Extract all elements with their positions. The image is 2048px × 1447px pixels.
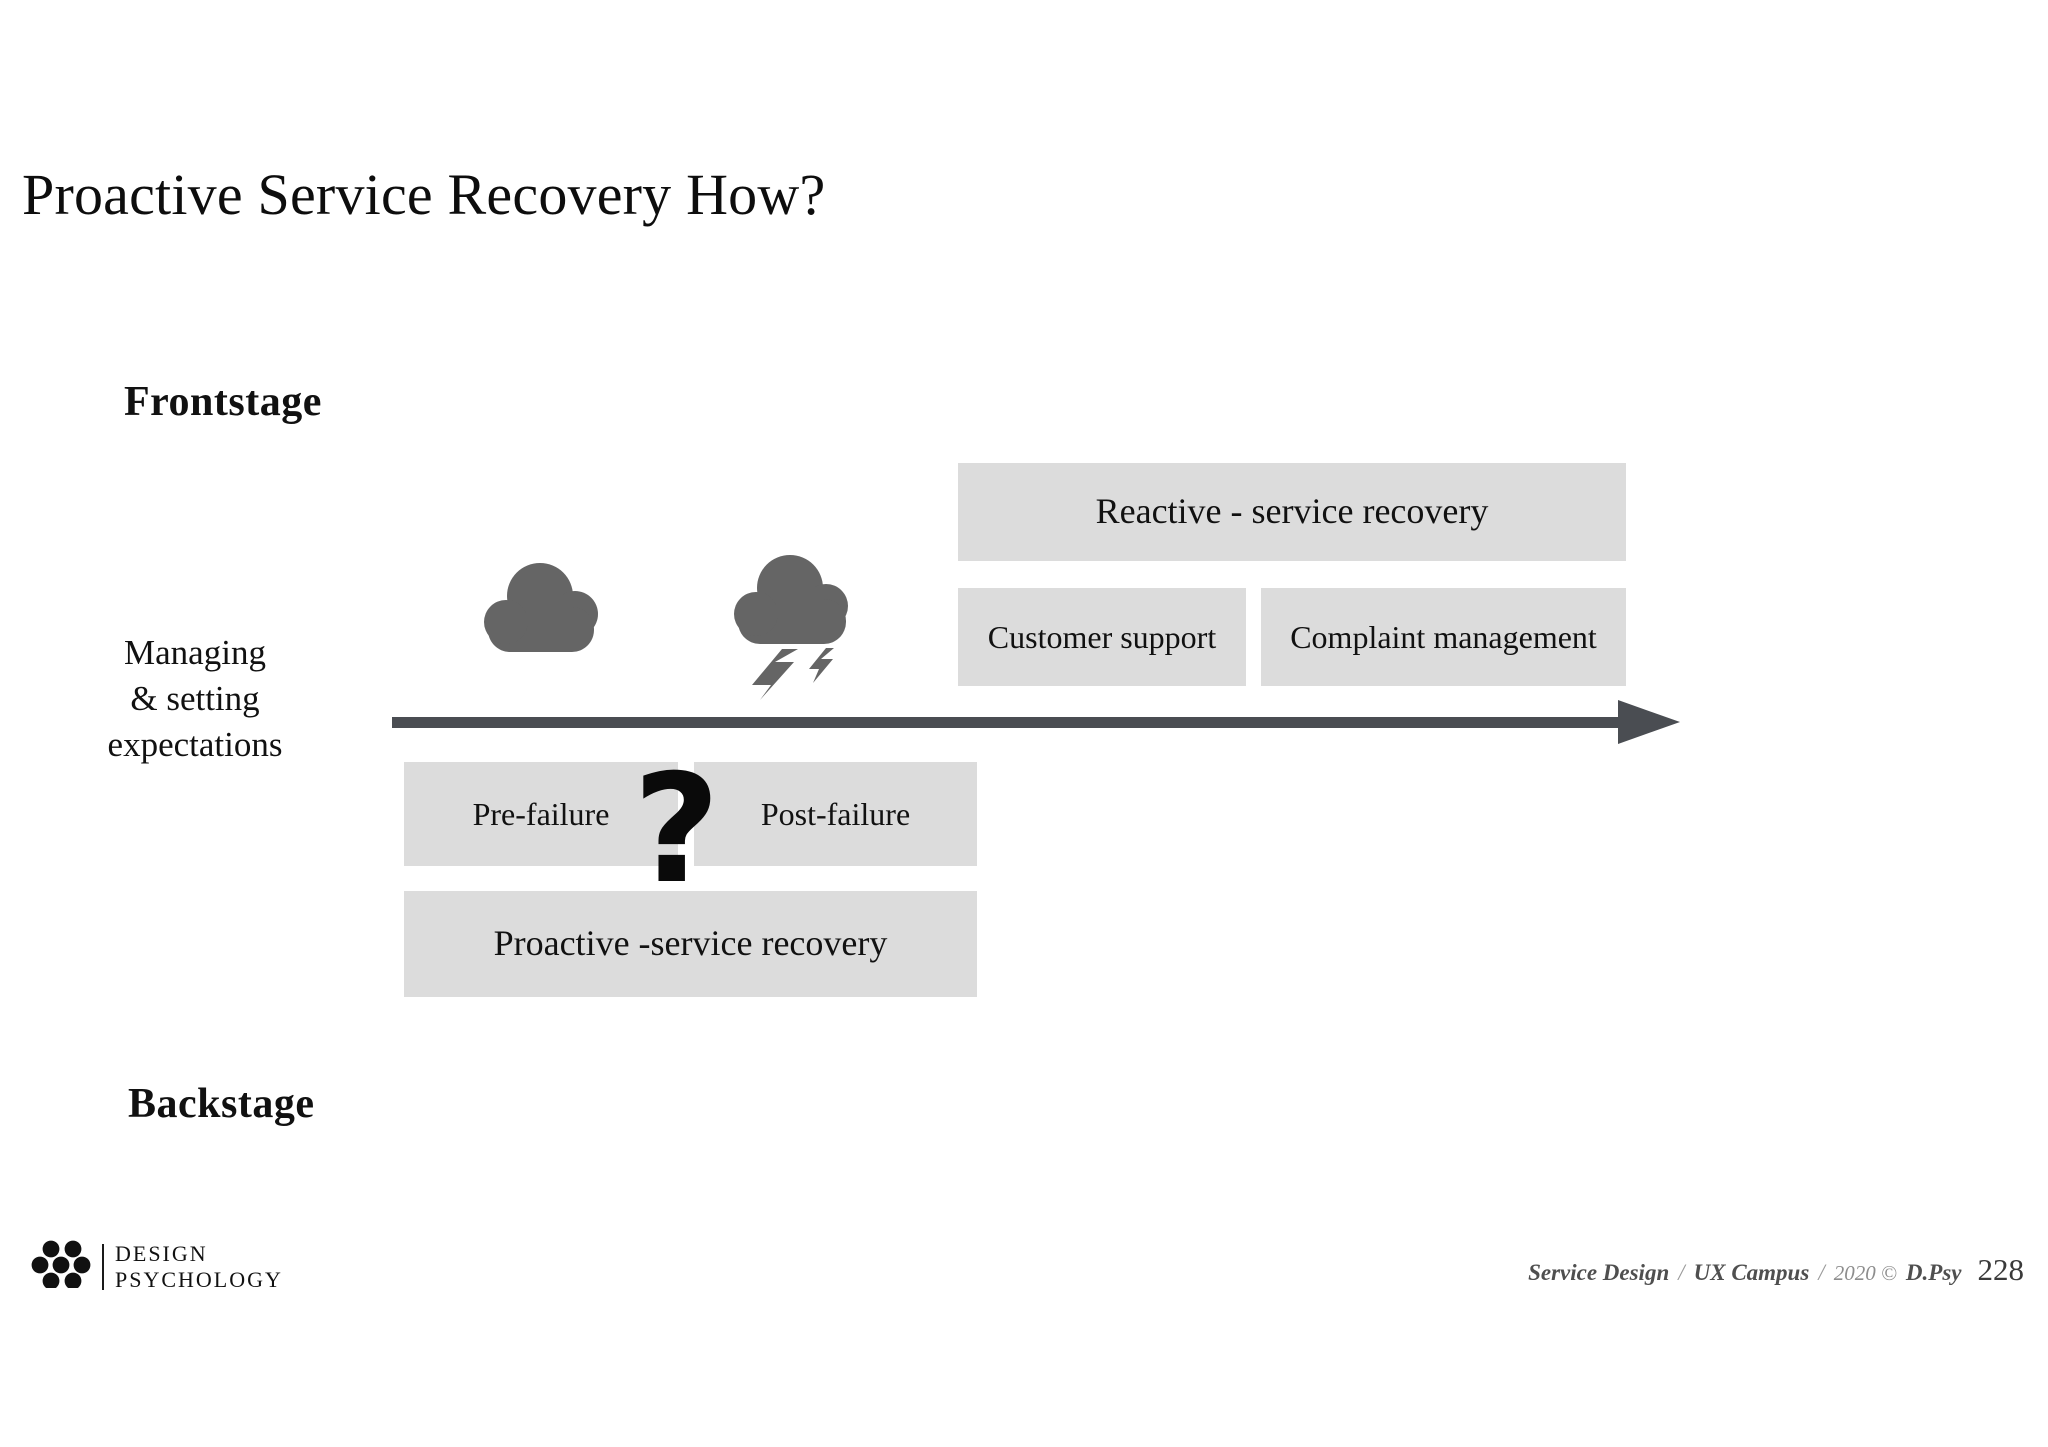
managing-expectations-note: Managing & setting expectations: [70, 630, 320, 769]
backstage-label: Backstage: [128, 1081, 315, 1127]
brand-logo: DESIGN PSYCHOLOGY: [30, 1240, 283, 1293]
box-pre-failure[interactable]: Pre-failure: [404, 762, 678, 866]
footer-campus: UX Campus: [1693, 1260, 1810, 1285]
box-proactive-service-recovery[interactable]: Proactive -service recovery: [404, 891, 977, 997]
footer-separator-1: /: [1678, 1260, 1685, 1285]
cloud-icon: [478, 560, 602, 657]
frontstage-label: Frontstage: [124, 379, 322, 425]
storm-cloud-icon: [730, 552, 862, 705]
footer-course: Service Design: [1528, 1260, 1670, 1285]
box-reactive-service-recovery[interactable]: Reactive - service recovery: [958, 463, 1626, 561]
logo-wordmark: DESIGN PSYCHOLOGY: [115, 1241, 283, 1291]
footer-metadata: Service Design / UX Campus / 2020 © D.Ps…: [1528, 1252, 2024, 1288]
logo-wordmark-line-1: DESIGN: [115, 1241, 208, 1267]
arrow-head: [1618, 700, 1680, 744]
question-mark-emphasis: ?: [633, 743, 721, 917]
page-title: Proactive Service Recovery How?: [22, 162, 826, 227]
arrow-shaft: [392, 717, 1624, 728]
managing-note-line-2: & setting: [130, 679, 260, 719]
logo-wordmark-line-2: PSYCHOLOGY: [115, 1266, 283, 1292]
box-customer-support[interactable]: Customer support: [958, 588, 1246, 686]
managing-note-line-3: expectations: [107, 725, 283, 765]
managing-note-line-1: Managing: [124, 633, 266, 672]
box-post-failure[interactable]: Post-failure: [694, 762, 977, 866]
footer-separator-2: /: [1818, 1260, 1825, 1285]
box-complaint-management[interactable]: Complaint management: [1261, 588, 1626, 686]
logo-dots-icon: [30, 1240, 92, 1293]
logo-divider: [102, 1243, 104, 1290]
page-number: 228: [1977, 1252, 2025, 1287]
footer-year: 2020 ©: [1833, 1261, 1897, 1285]
footer-author: D.Psy: [1905, 1260, 1962, 1285]
timeline-arrow-icon: [392, 700, 1682, 744]
